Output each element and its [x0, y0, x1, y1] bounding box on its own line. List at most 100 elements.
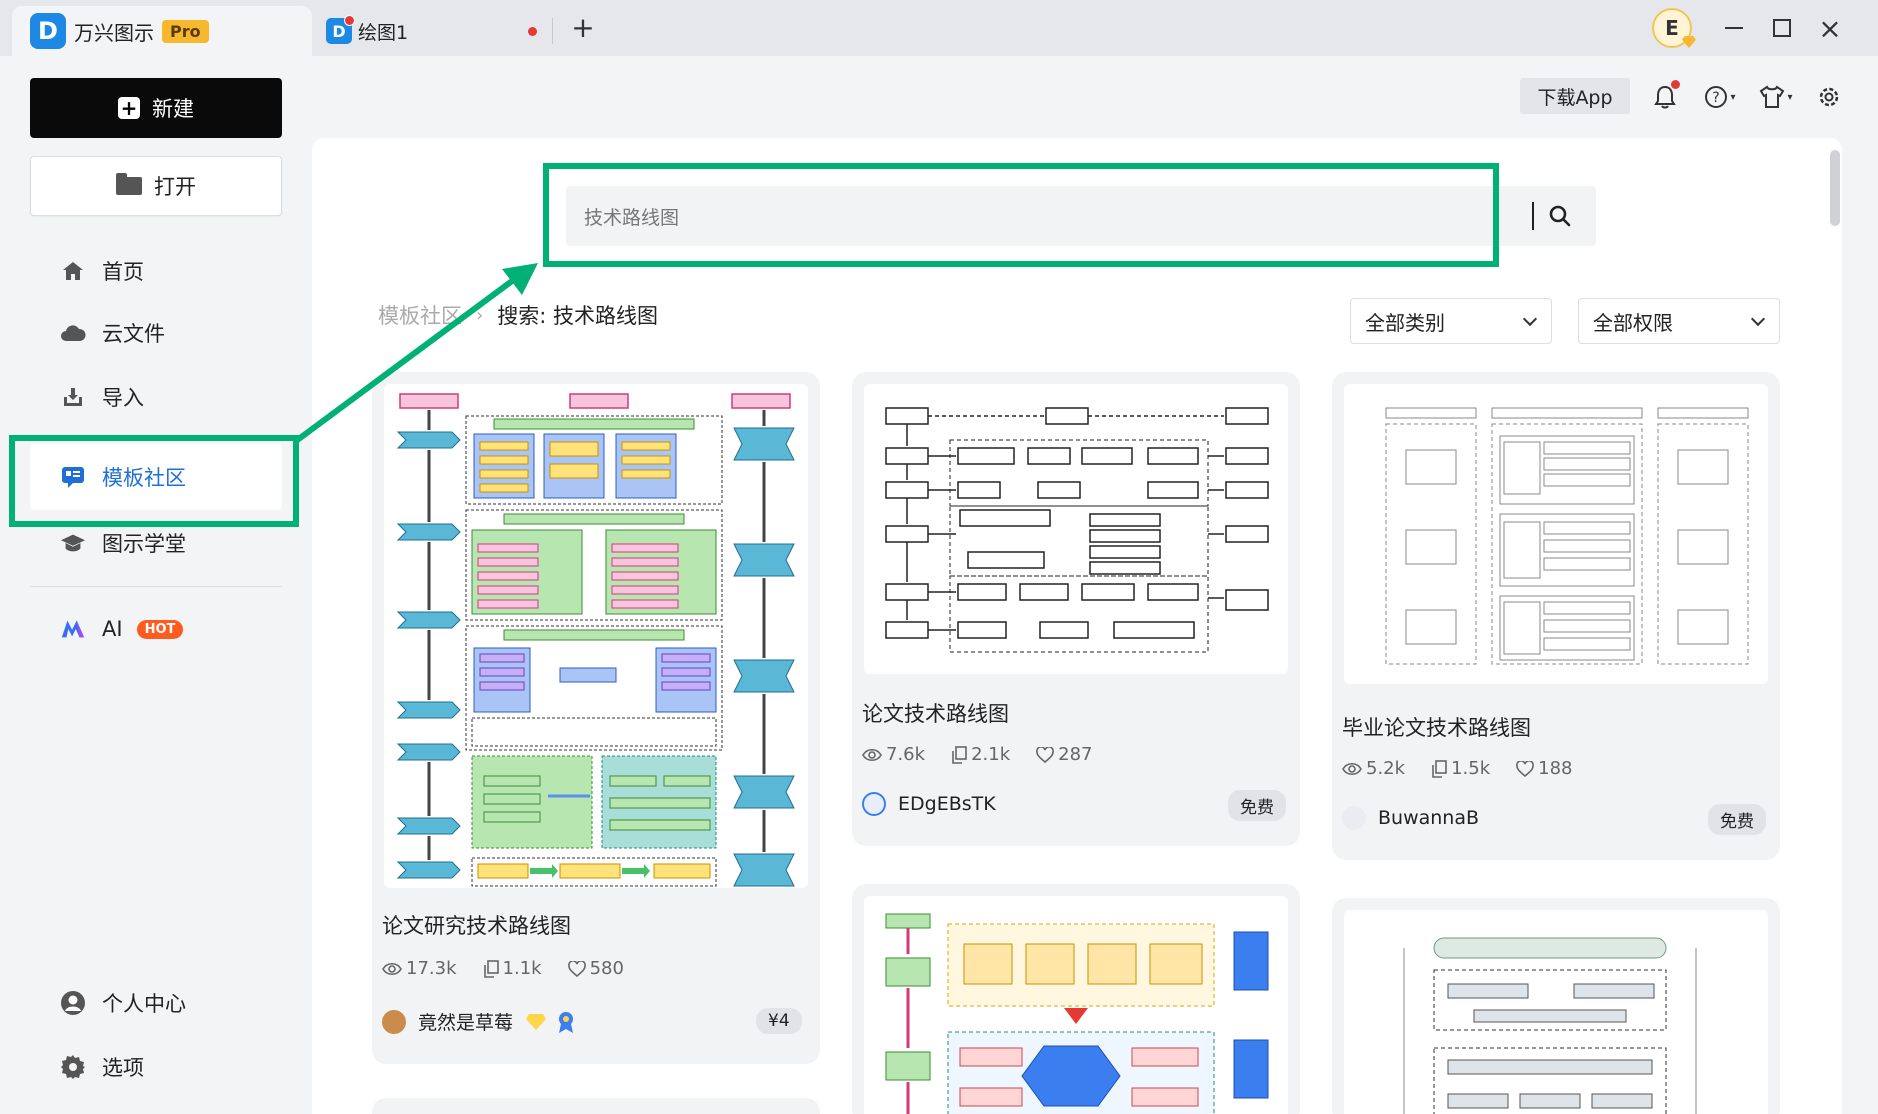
copy-icon	[1432, 759, 1447, 778]
copies-value: 1.5k	[1451, 758, 1491, 779]
chevron-down-icon: ▾	[1787, 91, 1793, 103]
price-badge: 免费	[1708, 804, 1766, 835]
sidebar-item-ai[interactable]: AI HOT	[30, 602, 282, 656]
breadcrumb: 模板社区 › 搜索: 技术路线图	[378, 300, 658, 330]
copy-icon	[483, 959, 499, 978]
permission-dropdown[interactable]: 全部权限	[1578, 298, 1780, 344]
eye-icon	[382, 962, 402, 975]
card-author[interactable]: EDgEBsTK	[862, 792, 996, 816]
sidebar-item-template-community[interactable]: 模板社区	[30, 444, 282, 510]
gear-icon	[60, 1054, 86, 1080]
new-button-label: 新建	[152, 97, 194, 121]
template-community-icon	[60, 464, 86, 490]
maximize-icon	[1773, 19, 1791, 37]
tab-separator	[552, 18, 553, 44]
template-card[interactable]: 论文研究技术路线图 17.3k 1.1k 580 竟然是草莓 ¥4	[372, 372, 820, 1064]
template-thumbnail	[1344, 910, 1768, 1114]
sidebar-item-label: 模板社区	[102, 466, 186, 490]
template-thumbnail	[1344, 384, 1768, 684]
copies-count: 1.1k	[483, 958, 542, 979]
search-highlight-frame	[543, 163, 1499, 267]
gear-icon	[1819, 87, 1839, 107]
title-bar: D 万兴图示 Pro D 绘图1 + E ×	[0, 0, 1878, 56]
sidebar-item-options[interactable]: 选项	[30, 1040, 282, 1094]
eye-icon	[1342, 762, 1362, 775]
document-tab-label: 绘图1	[358, 21, 409, 44]
user-icon	[60, 990, 86, 1016]
sidebar-item-cloud[interactable]: 云文件	[30, 306, 282, 360]
search-placeholder: 技术路线图	[584, 206, 680, 229]
sidebar-item-import[interactable]: 导入	[30, 370, 282, 424]
plus-icon: +	[118, 97, 140, 119]
views-value: 7.6k	[886, 744, 926, 765]
account-avatar[interactable]: E	[1652, 8, 1692, 48]
settings-button[interactable]	[1812, 80, 1846, 114]
notification-button[interactable]	[1648, 80, 1682, 114]
sidebar-item-profile[interactable]: 个人中心	[30, 976, 282, 1030]
category-dropdown[interactable]: 全部类别	[1350, 298, 1552, 344]
sidebar-item-label: 图示学堂	[102, 532, 186, 556]
sidebar-item-label: 选项	[102, 1056, 144, 1080]
text-cursor	[1532, 202, 1534, 230]
card-title[interactable]: 毕业论文技术路线图	[1342, 716, 1531, 740]
close-button[interactable]: ×	[1810, 8, 1850, 48]
template-card[interactable]	[372, 1098, 820, 1114]
template-thumbnail	[864, 384, 1288, 674]
new-tab-button[interactable]: +	[571, 10, 595, 44]
author-name: BuwannaB	[1378, 807, 1480, 829]
template-card[interactable]	[1332, 898, 1780, 1114]
views-count: 17.3k	[382, 958, 457, 979]
copies-count: 1.5k	[1431, 758, 1490, 779]
skin-button[interactable]: ▾	[1752, 80, 1800, 114]
permission-dropdown-value: 全部权限	[1593, 310, 1673, 335]
minimize-button[interactable]	[1714, 8, 1754, 48]
breadcrumb-root-link[interactable]: 模板社区	[378, 304, 462, 328]
template-card[interactable]: 论文技术路线图 7.6k 2.1k 287 EDgEBsTK 免费	[852, 372, 1300, 846]
maximize-button[interactable]	[1762, 8, 1802, 48]
author-name: 竟然是草莓	[418, 1012, 514, 1034]
download-app-button[interactable]: 下载App	[1520, 78, 1630, 114]
likes-count: 188	[1516, 758, 1572, 779]
chevron-down-icon: ▾	[1730, 91, 1736, 103]
avatar	[862, 792, 886, 816]
diamond-badge-icon	[526, 1013, 547, 1030]
card-stats: 7.6k 2.1k 287	[862, 744, 1118, 765]
ai-logo-icon	[60, 616, 86, 642]
chevron-down-icon	[1750, 311, 1766, 327]
help-button[interactable]: ? ▾	[1698, 80, 1742, 114]
chevron-right-icon: ›	[476, 304, 484, 326]
new-button[interactable]: + 新建	[30, 78, 282, 138]
sidebar-item-label: AI	[102, 617, 123, 641]
likes-value: 580	[589, 958, 624, 979]
card-author[interactable]: BuwannaB	[1342, 806, 1479, 830]
breadcrumb-current: 搜索: 技术路线图	[497, 304, 658, 328]
eye-icon	[862, 748, 882, 761]
award-badge-icon	[559, 1011, 574, 1033]
search-input[interactable]: 技术路线图	[566, 186, 1596, 246]
card-title[interactable]: 论文研究技术路线图	[382, 914, 571, 938]
open-button-label: 打开	[154, 175, 196, 199]
search-button[interactable]	[1546, 202, 1574, 230]
template-thumbnail	[864, 896, 1288, 1114]
sidebar-item-label: 导入	[102, 386, 144, 410]
avatar	[1342, 806, 1366, 830]
tab-document[interactable]: D 绘图1	[326, 6, 546, 56]
likes-value: 287	[1058, 744, 1093, 765]
folder-icon	[116, 173, 142, 195]
copies-value: 1.1k	[502, 958, 542, 979]
open-button[interactable]: 打开	[30, 156, 282, 216]
copies-count: 2.1k	[951, 744, 1010, 765]
card-author[interactable]: 竟然是草莓	[382, 1008, 577, 1035]
template-card[interactable]	[852, 884, 1300, 1114]
likes-count: 287	[1036, 744, 1092, 765]
document-icon: D	[326, 15, 355, 44]
template-card[interactable]: 毕业论文技术路线图 5.2k 1.5k 188 BuwannaB 免费	[1332, 372, 1780, 860]
sidebar-item-home[interactable]: 首页	[30, 244, 282, 298]
unsaved-dot-icon	[528, 27, 537, 36]
author-name: EDgEBsTK	[898, 793, 996, 815]
scrollbar-thumb[interactable]	[1830, 150, 1840, 226]
card-title[interactable]: 论文技术路线图	[862, 702, 1009, 726]
tab-home[interactable]: D 万兴图示 Pro	[12, 6, 312, 56]
sidebar-item-academy[interactable]: 图示学堂	[30, 516, 282, 570]
home-icon	[60, 258, 86, 284]
